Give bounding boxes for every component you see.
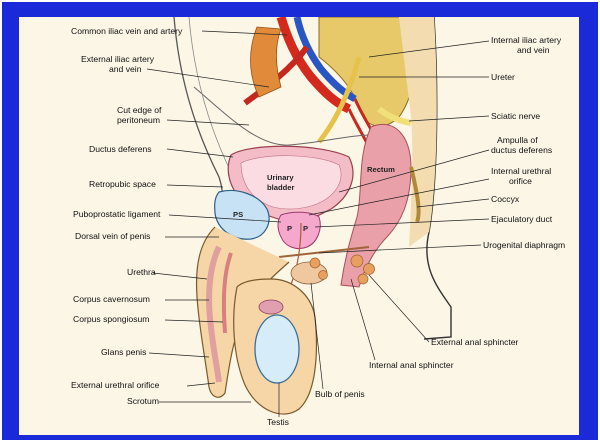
label-corpus-cavernosum: Corpus cavernosum	[73, 294, 150, 304]
label-external-urethral-orifice: External urethral orifice	[71, 380, 160, 390]
label-cut-edge-1: Cut edge of	[117, 105, 162, 115]
label-glans-penis: Glans penis	[101, 347, 146, 357]
bladder-label-2: bladder	[267, 183, 294, 192]
anatomy-plate: Urinary bladder Rectum PS P P Common ili…	[19, 17, 579, 435]
leader-ejaculatory	[315, 219, 489, 227]
label-sciatic-nerve: Sciatic nerve	[491, 111, 540, 121]
label-external-anal-sphincter: External anal sphincter	[431, 337, 519, 347]
leader-ductus-deferens	[167, 149, 233, 157]
label-ureter: Ureter	[491, 72, 515, 82]
leader-external-iliac	[147, 69, 269, 87]
leader-retropubic	[167, 185, 223, 187]
prostate-label-2: P	[303, 224, 308, 233]
rectum-label: Rectum	[367, 165, 395, 174]
ps-label: PS	[233, 210, 243, 219]
label-puboprostatic: Puboprostatic ligament	[73, 209, 161, 219]
leader-ext-anal	[369, 275, 429, 342]
label-corpus-spongiosum: Corpus spongiosum	[73, 314, 149, 324]
label-external-iliac-2: and vein	[109, 64, 142, 74]
epididymis	[259, 300, 283, 314]
prostate	[278, 212, 320, 248]
label-ampulla-1: Ampulla of	[497, 135, 538, 145]
label-urethra: Urethra	[127, 267, 156, 277]
leader-glans	[149, 353, 209, 357]
label-cut-edge-2: peritoneum	[117, 115, 160, 125]
testis	[255, 315, 299, 383]
label-testis: Testis	[267, 417, 289, 427]
pelvis-sagittal-diagram: Urinary bladder Rectum PS P P Common ili…	[19, 17, 579, 435]
label-bulb-of-penis: Bulb of penis	[315, 389, 365, 399]
label-dorsal-vein: Dorsal vein of penis	[75, 231, 150, 241]
label-internal-anal-sphincter: Internal anal sphincter	[369, 360, 454, 370]
prostate-label-1: P	[287, 224, 292, 233]
label-ejaculatory-duct: Ejaculatory duct	[491, 214, 553, 224]
label-scrotum: Scrotum	[127, 396, 159, 406]
label-internal-urethral-1: Internal urethral	[491, 166, 551, 176]
label-internal-urethral-2: orifice	[509, 176, 532, 186]
bladder-label-1: Urinary	[267, 173, 294, 182]
anterior-wall-inner	[189, 17, 231, 172]
label-internal-iliac-1: Internal iliac artery	[491, 35, 562, 45]
label-urogenital-diaphragm: Urogenital diaphragm	[483, 240, 565, 250]
label-common-iliac: Common iliac vein and artery	[71, 26, 183, 36]
label-retropubic-space: Retropubic space	[89, 179, 156, 189]
leader-int-anal	[351, 279, 375, 360]
label-ampulla-2: ductus deferens	[491, 145, 552, 155]
label-internal-iliac-2: and vein	[517, 45, 550, 55]
label-ductus-deferens: Ductus deferens	[89, 144, 152, 154]
label-coccyx: Coccyx	[491, 194, 520, 204]
label-external-iliac-1: External iliac artery	[81, 54, 155, 64]
